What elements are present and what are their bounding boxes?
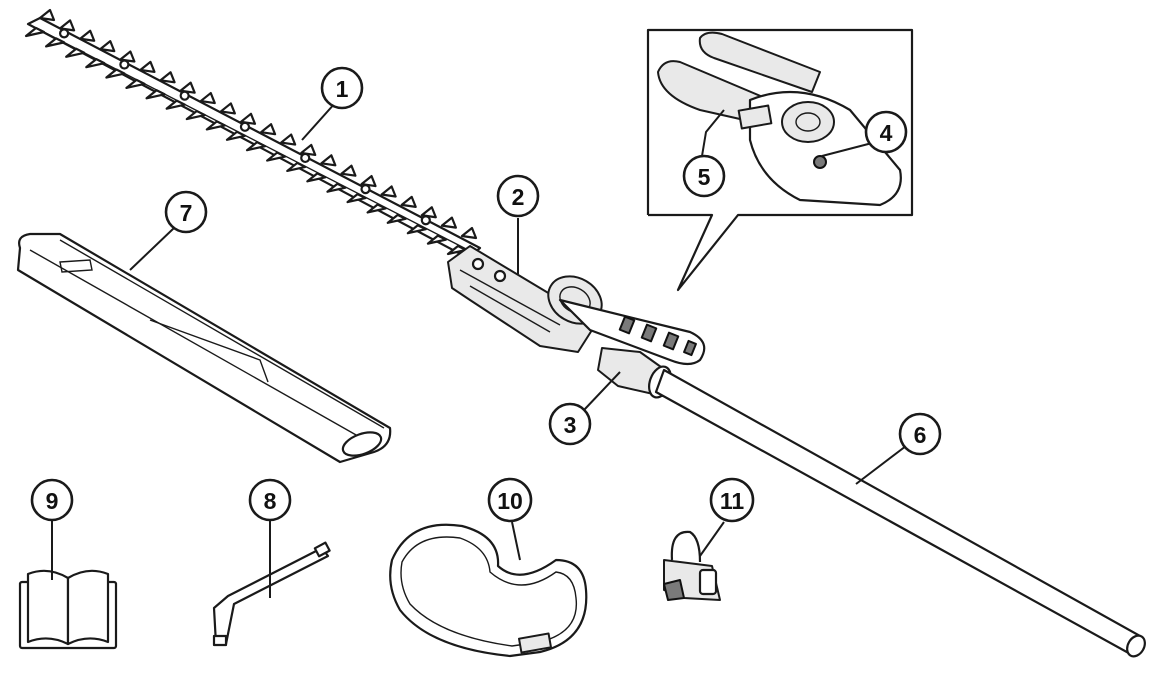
blade-tooth (199, 91, 216, 105)
blade-tooth (380, 185, 397, 198)
blade-tooth (266, 151, 287, 162)
leader-lines (51, 101, 907, 598)
blade-tooth (79, 29, 96, 42)
callout-9: 9 (30, 478, 74, 522)
callout-7: 7 (164, 190, 208, 234)
blade-tooth (185, 109, 206, 121)
blade-tooth (340, 164, 357, 177)
callout-10-label: 10 (497, 488, 523, 514)
strap-clip (663, 530, 721, 601)
blade-tooth (44, 37, 66, 48)
shaft (654, 368, 1146, 658)
callout-10: 10 (487, 477, 533, 523)
book-icon (18, 569, 118, 650)
blade-rivet (239, 121, 251, 132)
blade-tooth (346, 192, 367, 204)
callout-5-label: 5 (698, 164, 711, 190)
blade-tooth (205, 120, 226, 131)
blade-tooth (65, 47, 86, 58)
blade-tooth (286, 161, 307, 173)
blade-tooth (306, 172, 327, 183)
blade-assembly (24, 8, 482, 260)
callout-9-label: 9 (46, 488, 59, 514)
blade-tooth (139, 60, 156, 74)
callout-3-label: 3 (564, 412, 577, 438)
shoulder-strap (389, 523, 588, 658)
blade-tooth (125, 78, 146, 90)
blade-rivet (58, 28, 70, 39)
blade-tooth (326, 182, 347, 193)
callout-6-label: 6 (914, 422, 927, 448)
blade-tooth (400, 195, 417, 208)
blade-tooth (165, 99, 186, 110)
blade-rivet (360, 183, 371, 195)
blade-rivet (420, 215, 431, 226)
blade-tooth (460, 226, 478, 240)
blade-tooth (259, 123, 277, 136)
callout-4-label: 4 (880, 120, 893, 146)
blade-tooth (366, 203, 387, 214)
callout-1-label: 1 (336, 76, 349, 102)
callout-1: 1 (320, 66, 364, 110)
callout-7-label: 7 (180, 200, 193, 226)
blade-tooth (426, 234, 448, 245)
callout-2-label: 2 (512, 184, 525, 210)
blade-rivet (179, 90, 190, 101)
blade-tooth (99, 40, 116, 53)
callout-8-label: 8 (264, 488, 277, 514)
blade-tooth (105, 68, 126, 79)
callout-2: 2 (496, 174, 540, 218)
blade-rivet (300, 152, 311, 164)
blade-tooth (225, 130, 247, 141)
blade-tooth (446, 244, 468, 256)
callout-6: 6 (898, 412, 942, 456)
blade-tooth (245, 141, 267, 152)
blade-tooth (406, 224, 427, 235)
callout-11-label: 11 (720, 488, 745, 514)
blade-tooth (219, 102, 236, 115)
callout-8: 8 (248, 478, 292, 522)
callout-3: 3 (548, 402, 592, 446)
detail-inset (646, 28, 914, 292)
blade-tooth (145, 89, 166, 100)
blade-cover (16, 232, 392, 464)
callout-5: 5 (682, 154, 726, 198)
blade-tooth (85, 58, 106, 69)
blade-tooth (280, 133, 297, 146)
blade-tooth (159, 71, 176, 84)
callout-11: 11 (709, 477, 755, 523)
blade-tooth (38, 8, 56, 22)
blade-tooth (440, 216, 458, 229)
gear-housing (447, 245, 706, 366)
callout-4: 4 (864, 110, 908, 154)
blade-rivets (58, 28, 431, 226)
hex-wrench (212, 541, 331, 647)
blade-tooth (386, 213, 407, 224)
blade-rivet (119, 59, 130, 70)
blade-tooth (320, 154, 337, 167)
blade-tooth (24, 26, 46, 38)
